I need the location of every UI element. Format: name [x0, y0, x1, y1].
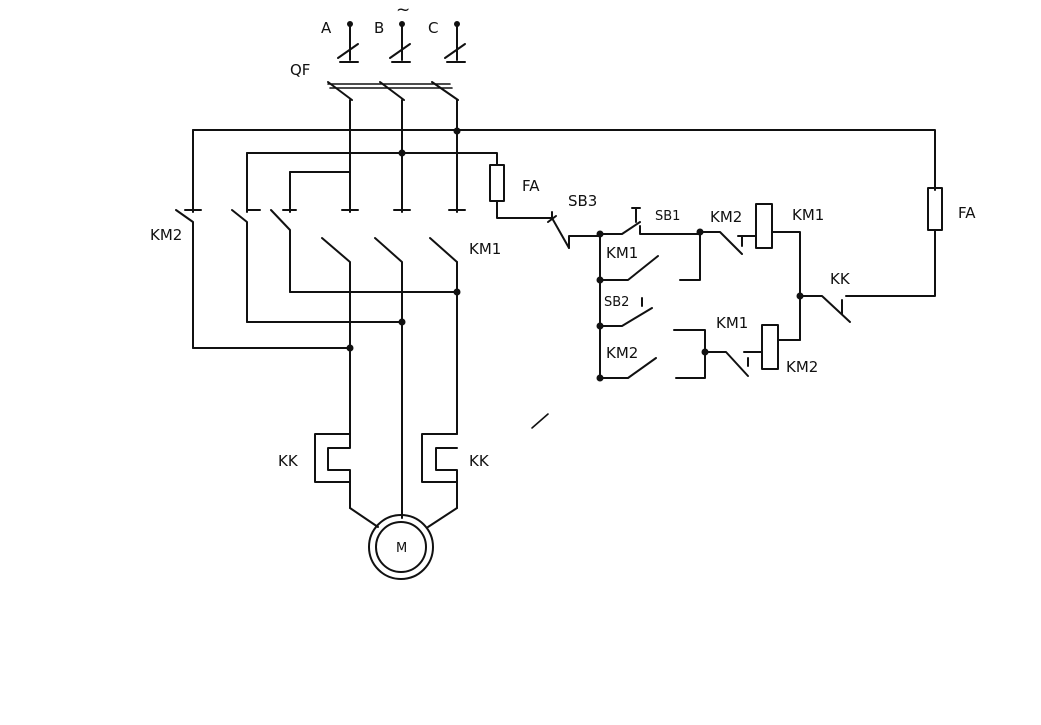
km1-coil-label: KM1: [792, 206, 824, 224]
overload-contact-kk: [799, 229, 936, 323]
stop-button-sb3: [547, 211, 601, 249]
start-button-sb2: [596, 297, 653, 330]
start-button-sb1: [599, 207, 701, 235]
phase-crossover: [192, 261, 461, 509]
supply-terminals: [337, 21, 466, 63]
km2-interlock-label: KM2: [710, 208, 742, 226]
sb3-label: SB3: [568, 192, 597, 210]
km2-main-label: KM2: [150, 226, 182, 244]
breaker-qf: [327, 81, 459, 206]
km2-coil-label: KM2: [786, 358, 818, 376]
sb1-label: SB1: [655, 209, 680, 224]
fuse-left-label: FA: [522, 177, 540, 195]
breaker-qf-label: QF: [290, 61, 310, 79]
ac-symbol: ~: [396, 0, 410, 20]
kk-contact-label: KK: [830, 270, 851, 288]
kk-heater-left-label: KK: [278, 452, 299, 470]
km1-aux-label: KM1: [606, 244, 638, 262]
km1-coil: [755, 203, 804, 341]
kk-heater-right-label: KK: [469, 452, 490, 470]
main-contacts: [175, 204, 466, 351]
km1-interlock-contact: [701, 348, 763, 377]
km1-main-label: KM1: [469, 240, 501, 258]
km2-coil: [761, 324, 801, 370]
fuse-right: [927, 187, 943, 231]
fuse-left: [489, 164, 553, 219]
km1-interlock-label: KM1: [716, 314, 748, 332]
sb2-label: SB2: [604, 295, 629, 310]
fuse-right-label: FA: [958, 204, 976, 222]
phase-a-label: A: [321, 19, 332, 37]
thermal-heater-right: [421, 433, 458, 509]
motor: [349, 507, 458, 580]
km1-aux-contact: [596, 230, 701, 379]
motor-label: M: [396, 541, 407, 556]
km2-interlock-contact: [696, 228, 757, 255]
bus-lines: [192, 127, 936, 206]
phase-c-label: C: [428, 19, 438, 37]
thermal-heater-left: [314, 433, 351, 509]
phase-b-label: B: [374, 19, 384, 37]
stray-mark: [531, 413, 549, 429]
km2-aux-label: KM2: [606, 344, 638, 362]
